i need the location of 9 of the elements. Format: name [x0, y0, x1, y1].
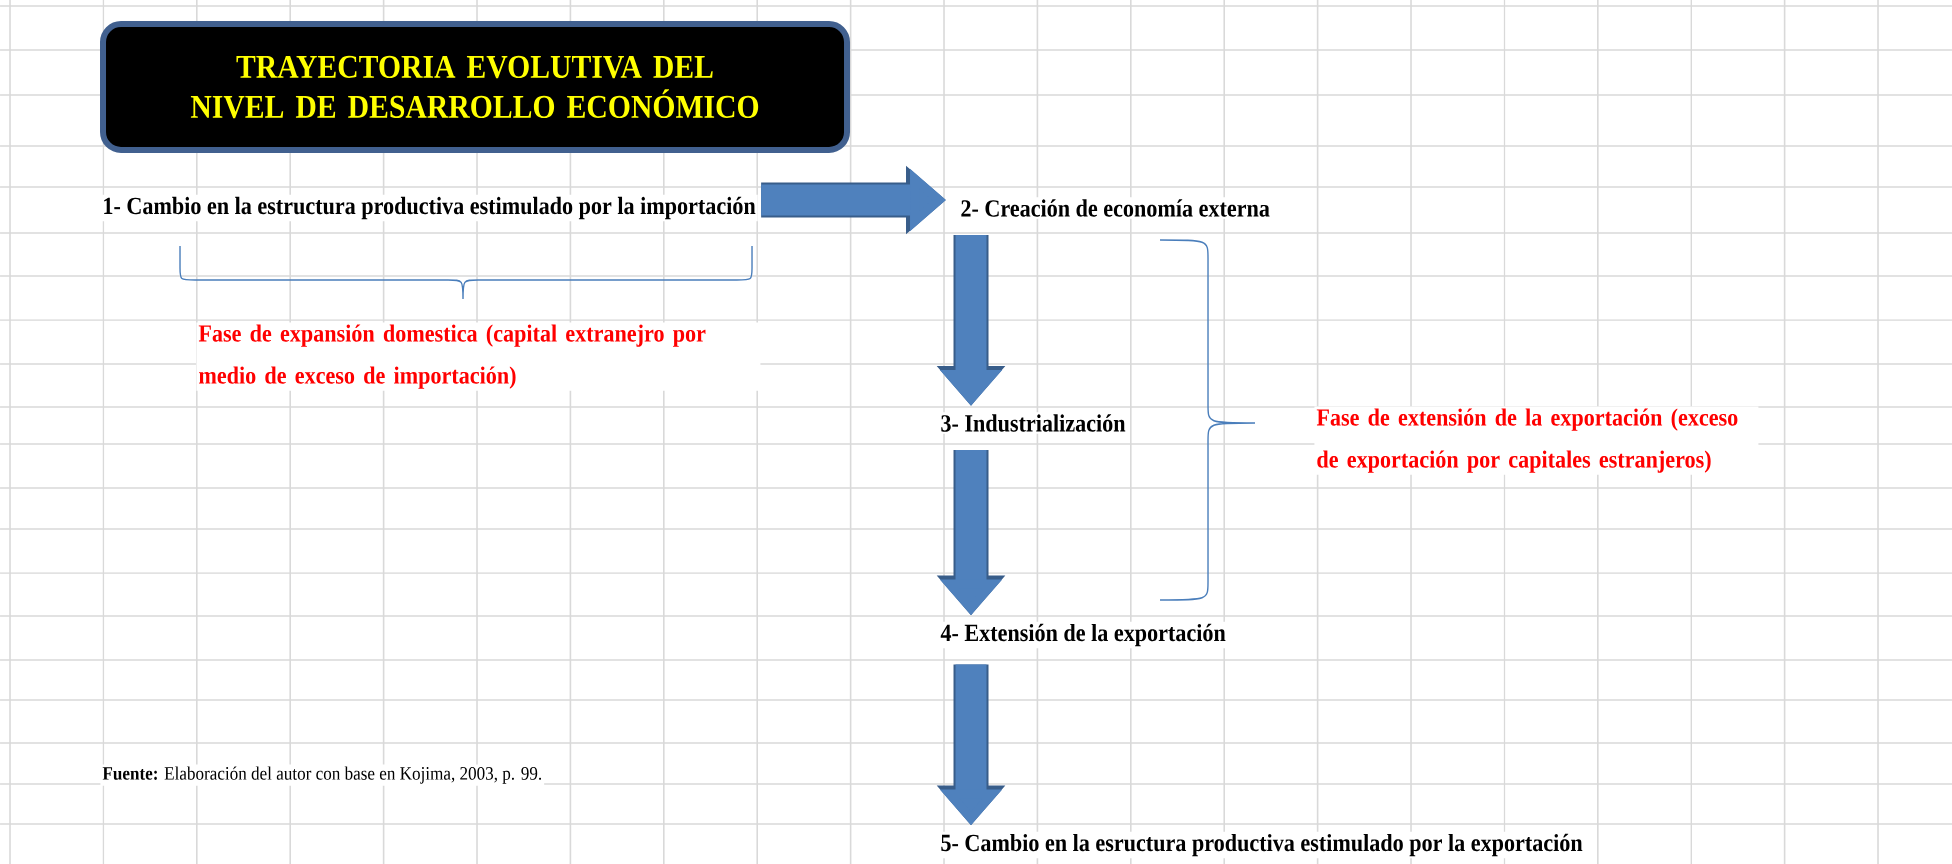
step-text: 5- Cambio en la esructura productiva estimulado por la exportación [938, 831, 1585, 859]
step-text: 3- Industrialización [938, 412, 1128, 434]
title-box: TRAYECTORIA EVOLUTIVA DEL NIVEL DE DESARROLLO ECONÓMICO [100, 21, 850, 153]
source-note: Fuente: Elaboración del autor con base en Kojima, 2003, p. 99. [100, 764, 545, 786]
step-text: 1- Cambio en la estructura productiva estimulado por la importación [100, 194, 758, 222]
annotation-text: Fase de expansión domestica (capital extranejro por medio de exceso de importación) [196, 322, 761, 391]
step-text: 2- Creación de economía externa [958, 197, 1272, 219]
step-text: 4- Extensión de la exportación [938, 621, 1228, 649]
annotation-text: Fase de extensión de la exportación (exceso de exportación por capitales estranjeros) [1314, 406, 1759, 475]
